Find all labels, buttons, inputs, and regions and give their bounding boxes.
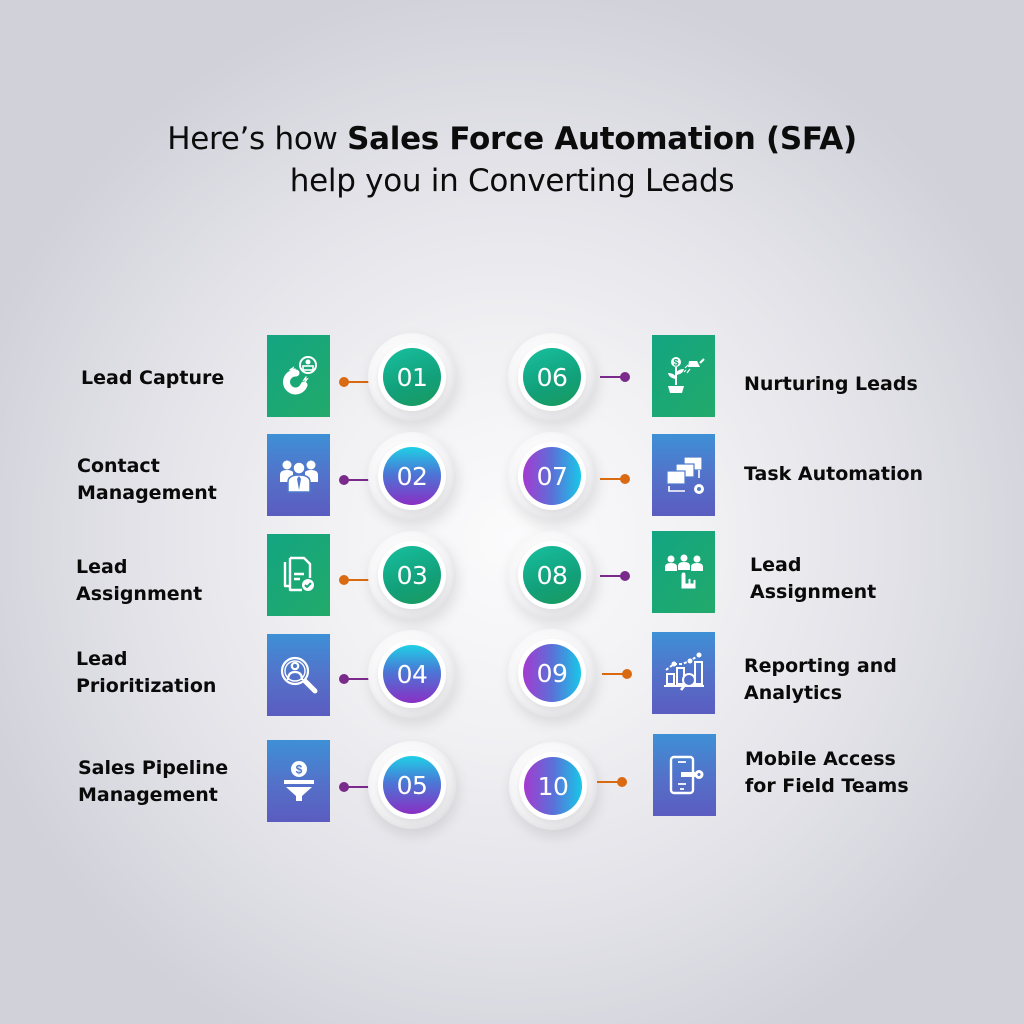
number-badge: 01: [368, 333, 456, 421]
connector-dot: [617, 777, 627, 787]
step-number: 03: [383, 546, 441, 604]
team-contacts-icon: [267, 434, 330, 516]
number-badge: 06: [508, 333, 596, 421]
number-badge: 08: [508, 531, 596, 619]
connector: [600, 474, 630, 484]
step-label: Nurturing Leads: [744, 373, 918, 395]
svg-text:$: $: [295, 763, 302, 777]
connector-dot: [620, 372, 630, 382]
connector-dot: [339, 377, 349, 387]
title-line-1: Here’s how Sales Force Automation (SFA): [167, 121, 857, 157]
chart-magnifier-icon: [652, 632, 715, 714]
connector: [602, 669, 632, 679]
step-number: 10: [524, 757, 582, 815]
watering-plant-dollar-icon: $: [652, 335, 715, 417]
connector-dot: [339, 575, 349, 585]
person-search-icon: [267, 634, 330, 716]
title-emphasis: Sales Force Automation (SFA): [347, 121, 857, 157]
connector-dot: [620, 474, 630, 484]
title-line-2: help you in Converting Leads: [289, 163, 735, 199]
connector-dot: [339, 782, 349, 792]
step-label: Lead Capture: [81, 367, 225, 389]
step-number: 05: [383, 756, 441, 814]
magnet-lead-icon: [267, 335, 330, 417]
step-number: 09: [523, 644, 581, 702]
page-title: Here’s how Sales Force Automation (SFA) …: [0, 118, 1024, 202]
step-number: 07: [523, 447, 581, 505]
connector: [339, 674, 371, 684]
number-badge: 09: [508, 629, 596, 717]
connector: [600, 571, 630, 581]
step-label: Task Automation: [744, 463, 924, 485]
dollar-funnel-icon: $: [267, 740, 330, 822]
number-badge: 03: [368, 531, 456, 619]
connector: [600, 372, 630, 382]
step-number: 08: [523, 546, 581, 604]
document-check-icon: [267, 534, 330, 616]
group-hand-select-icon: [652, 531, 715, 613]
connector-dot: [339, 475, 349, 485]
connector: [339, 377, 371, 387]
mobile-key-icon: [653, 734, 716, 816]
connector: [597, 777, 627, 787]
number-badge: 04: [368, 630, 456, 718]
number-badge: 07: [508, 432, 596, 520]
number-badge: 10: [509, 742, 597, 830]
step-number: 06: [523, 348, 581, 406]
connector: [339, 782, 371, 792]
number-badge: 02: [368, 432, 456, 520]
workflow-windows-gear-icon: [652, 434, 715, 516]
connector-dot: [339, 674, 349, 684]
number-badge: 05: [368, 741, 456, 829]
step-number: 02: [383, 447, 441, 505]
connector: [339, 575, 371, 585]
connector-dot: [620, 571, 630, 581]
connector: [339, 475, 371, 485]
step-number: 04: [383, 645, 441, 703]
connector-dot: [622, 669, 632, 679]
step-number: 01: [383, 348, 441, 406]
svg-text:$: $: [673, 358, 678, 368]
